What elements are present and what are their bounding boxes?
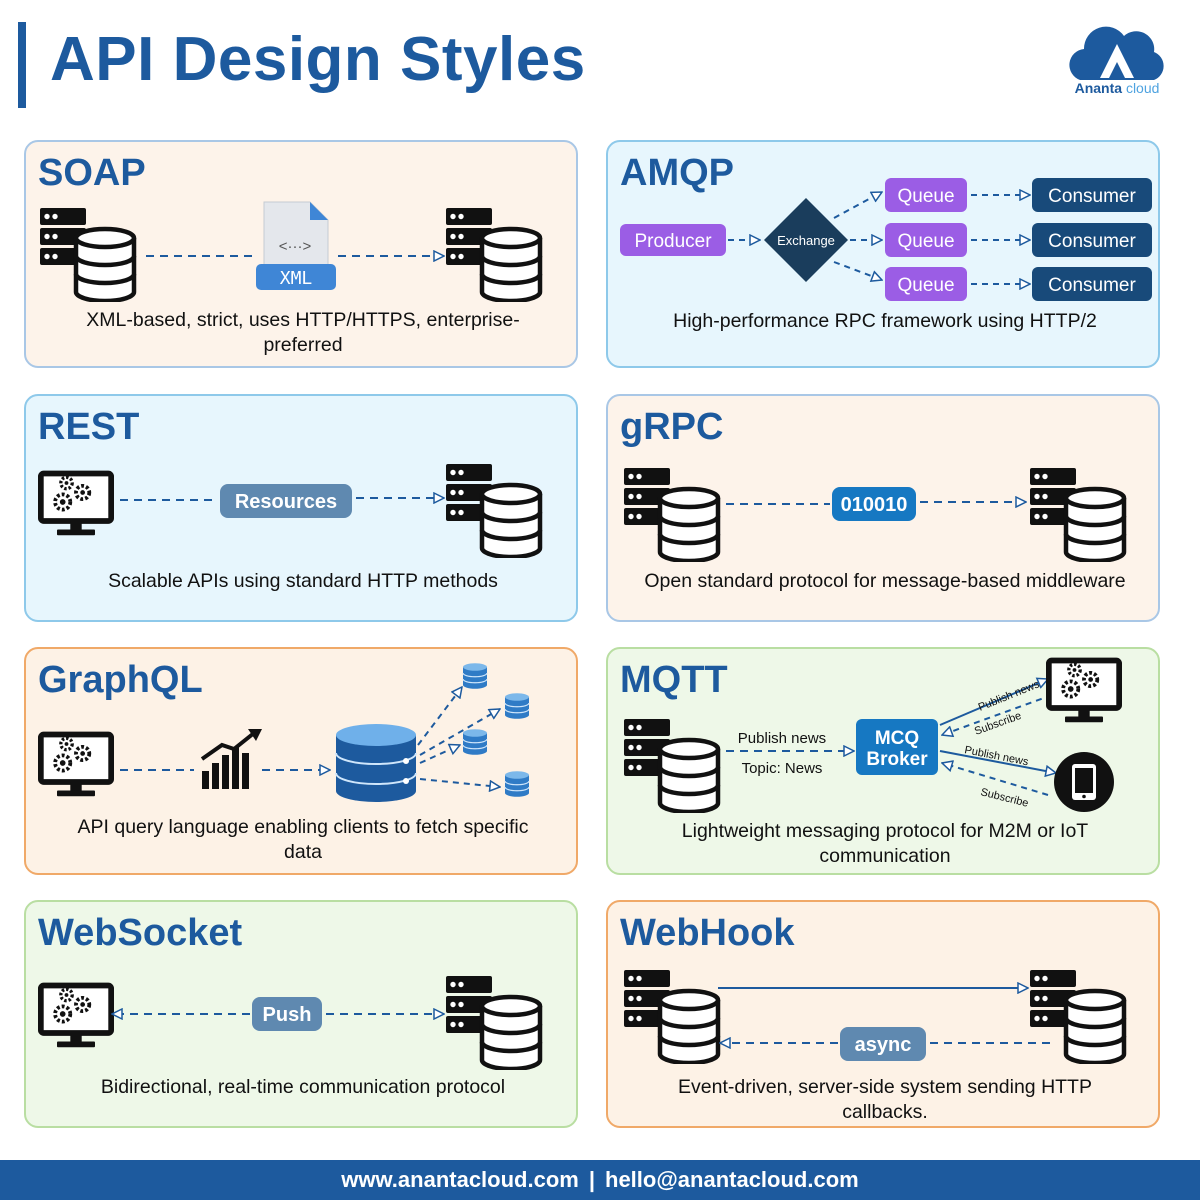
svg-text:Consumer: Consumer xyxy=(1048,186,1136,207)
graphql-card: GraphQL API query language enabli xyxy=(24,647,578,875)
client-database-icon xyxy=(462,728,488,756)
connector-arrow xyxy=(939,679,1048,726)
footer: www.anantacloud.com | hello@anantacloud.co… xyxy=(0,1160,1200,1200)
async-badge: async xyxy=(840,1027,926,1061)
connector-arrow xyxy=(417,687,462,746)
consumer-node: Consumer xyxy=(1032,178,1152,212)
cloud-a-icon xyxy=(1069,26,1164,80)
server-icon xyxy=(446,208,540,301)
soap-description: XML-based, strict, uses HTTP/HTTPS, ente… xyxy=(86,309,520,356)
website-link[interactable]: www.anantacloud.com xyxy=(341,1167,579,1192)
server-icon xyxy=(624,719,718,812)
amqp-description: High-performance RPC framework using HTT… xyxy=(673,310,1097,332)
graphql-title: GraphQL xyxy=(38,659,203,701)
svg-text:Queue: Queue xyxy=(897,186,954,207)
svg-text:Consumer: Consumer xyxy=(1048,231,1136,252)
resources-badge: Resources xyxy=(220,484,352,518)
client-database-icon xyxy=(504,692,530,720)
server-icon xyxy=(40,208,134,301)
connector-arrow xyxy=(833,261,882,280)
svg-text:MCQ: MCQ xyxy=(875,728,919,749)
soap-title: SOAP xyxy=(38,152,146,194)
footer-separator: | xyxy=(588,1167,595,1192)
connector-arrow xyxy=(419,745,460,764)
svg-text:Queue: Queue xyxy=(897,275,954,296)
monitor-gears-icon xyxy=(41,735,111,797)
svg-text:010010: 010010 xyxy=(841,494,908,516)
database-stack-icon xyxy=(335,724,417,802)
rest-card: REST Resources Scalable APIs using stand… xyxy=(24,394,578,622)
webhook-card: WebHook async Event-driven, server-side … xyxy=(606,900,1160,1128)
webhook-title: WebHook xyxy=(620,912,795,954)
monitor-gears-icon xyxy=(1049,661,1119,723)
connector-arrow xyxy=(939,750,1056,773)
push-badge: Push xyxy=(252,997,322,1031)
connector-arrow xyxy=(942,694,1053,735)
svg-text:async: async xyxy=(855,1034,912,1056)
page-title: API Design Styles xyxy=(50,25,586,94)
producer-node: Producer xyxy=(620,224,726,256)
consumer-node: Consumer xyxy=(1032,267,1152,301)
svg-text:Queue: Queue xyxy=(897,231,954,252)
svg-text:Resources: Resources xyxy=(235,491,337,513)
soap-card: SOAP <···> XML XML-based, strict, uses H… xyxy=(24,140,578,368)
grpc-card: gRPC 010010 Open standard protocol for m… xyxy=(606,394,1160,622)
websocket-title: WebSocket xyxy=(38,912,243,954)
client-database-icon xyxy=(462,662,488,690)
mqtt-broker-node: MCQ Broker xyxy=(856,719,938,775)
server-icon xyxy=(446,976,540,1069)
graphql-description: API query language enabling clients to f… xyxy=(77,816,529,863)
queue-node: Queue xyxy=(885,223,967,257)
rest-description: Scalable APIs using standard HTTP method… xyxy=(108,570,498,592)
monitor-gears-icon xyxy=(41,474,111,536)
binary-badge: 010010 xyxy=(832,487,916,521)
webhook-description: Event-driven, server-side system sending… xyxy=(678,1076,1092,1123)
exchange-node: Exchange xyxy=(764,198,848,282)
connector-arrow xyxy=(419,778,500,787)
growth-chart-icon xyxy=(200,729,262,789)
svg-text:Exchange: Exchange xyxy=(777,233,835,248)
svg-text:Push: Push xyxy=(263,1004,312,1026)
server-icon xyxy=(624,468,718,561)
queue-node: Queue xyxy=(885,267,967,301)
server-icon xyxy=(1030,468,1124,561)
connector-arrow xyxy=(833,191,882,219)
mqtt-title: MQTT xyxy=(620,659,728,701)
rest-title: REST xyxy=(38,406,140,448)
mqtt-card: MQTT Publish news Topic: News MCQ Broker… xyxy=(606,647,1160,875)
connector-arrow xyxy=(942,763,1049,796)
server-icon xyxy=(446,464,540,557)
subscribe-small-label: Subscribe xyxy=(979,786,1029,809)
grpc-description: Open standard protocol for message-based… xyxy=(644,570,1126,592)
server-icon xyxy=(1030,970,1124,1063)
publish-news-small-label: Publish news xyxy=(977,678,1042,714)
svg-text:Consumer: Consumer xyxy=(1048,275,1136,296)
amqp-title: AMQP xyxy=(620,152,734,194)
topic-label: Topic: News xyxy=(742,760,823,777)
svg-text:XML: XML xyxy=(280,268,313,289)
mqtt-description: Lightweight messaging protocol for M2M o… xyxy=(681,820,1089,867)
client-database-icon xyxy=(504,770,530,798)
consumer-node: Consumer xyxy=(1032,223,1152,257)
websocket-card: WebSocket Push Bidirectional, real-time … xyxy=(24,900,578,1128)
svg-text:Producer: Producer xyxy=(634,231,712,252)
xml-file-icon: <···> XML xyxy=(256,201,336,290)
monitor-gears-icon xyxy=(41,986,111,1048)
logo-wordmark: Ananta cloud xyxy=(1074,80,1160,96)
smartphone-icon xyxy=(1054,752,1114,812)
email-link[interactable]: hello@anantacloud.com xyxy=(605,1167,859,1192)
queue-node: Queue xyxy=(885,178,967,212)
svg-text:<···>: <···> xyxy=(279,238,312,255)
server-icon xyxy=(624,970,718,1063)
svg-text:Broker: Broker xyxy=(866,749,928,770)
publish-news-label: Publish news xyxy=(738,730,826,747)
grpc-title: gRPC xyxy=(620,406,724,448)
websocket-description: Bidirectional, real-time communication p… xyxy=(100,1076,506,1098)
publish-news-small-label: Publish news xyxy=(963,744,1029,768)
title-accent-bar xyxy=(18,22,26,108)
amqp-card: AMQP Producer Exchange Queue Queue Queue xyxy=(606,140,1160,368)
connector-arrow xyxy=(419,708,500,756)
